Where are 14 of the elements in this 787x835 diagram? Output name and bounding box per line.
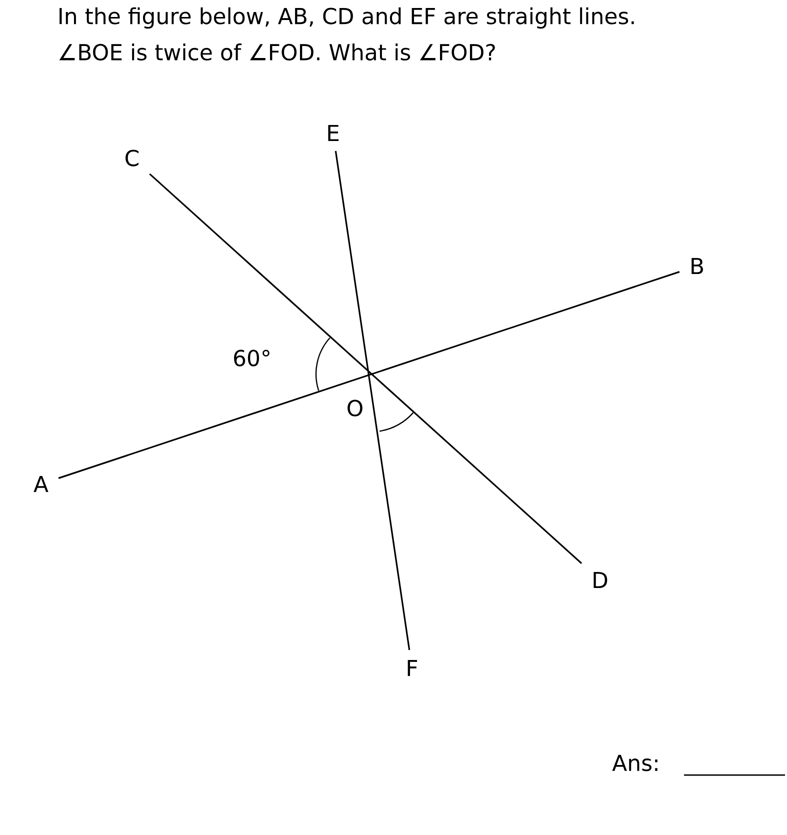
angle-label: 60°: [234, 350, 270, 366]
straight-line: [334, 150, 410, 650]
straight-line: [149, 173, 582, 564]
question-text: In the figure below, AB, CD and EF are straight lines.: [60, 7, 634, 29]
point-label: E: [328, 125, 339, 142]
straight-line: [58, 271, 680, 479]
answer-label: Ans:: [612, 754, 658, 772]
point-label: O: [348, 400, 362, 416]
point-label: B: [692, 258, 703, 274]
point-label: C: [126, 150, 138, 166]
question-text: ∠BOE is twice of ∠FOD. What is ∠FOD?: [59, 43, 495, 61]
point-label: A: [34, 476, 48, 492]
point-label: D: [594, 572, 608, 588]
point-label: F: [408, 660, 418, 676]
